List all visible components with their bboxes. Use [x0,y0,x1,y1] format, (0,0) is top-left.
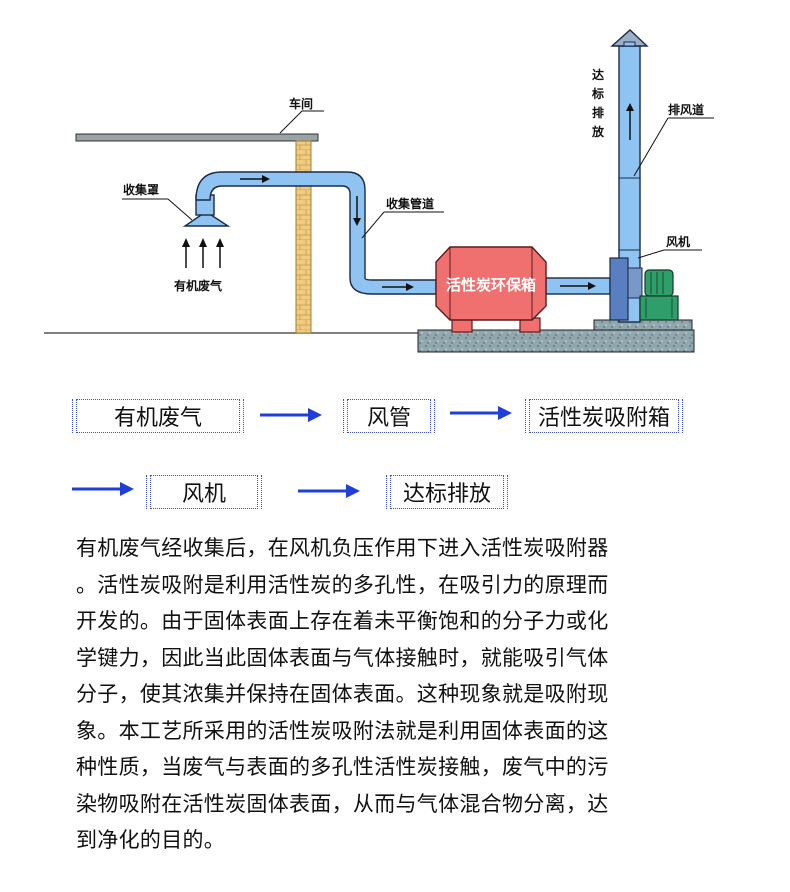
description-line: 开发的。由于固体表面上存在着未平衡饱和的分子力或化 [76,609,609,633]
discharge-char-3: 排 [592,105,604,120]
flow-step-discharge: 达标排放 [386,475,508,509]
workshop-ceiling [75,133,319,142]
description-line: 种性质，当废气与表面的多孔性活性炭接触，废气中的污 [76,755,609,779]
description-line: 学键力，因此当此固体表面与气体接触时，就能吸引气体 [76,645,609,670]
voc-arrows [182,238,224,268]
flow-arrow-4 [298,484,360,498]
collection-duct [195,171,437,295]
flow-step-voc: 有机废气 [72,399,244,433]
description-line: 分子，使其浓集并保持在固体表面。这种现象就是吸附现 [76,682,609,706]
workshop-leader [279,110,303,134]
process-diagram: 活性炭环保箱 车间 收集 [44,29,714,353]
hood-label: 收集罩 [123,182,159,197]
flow-step-duct: 风管 [343,399,435,433]
flow-arrow-1 [260,408,322,422]
carbon-box [435,246,547,333]
flow-arrow-3 [72,482,134,496]
duct-leader [633,117,669,177]
description-line: 染物吸附在活性炭固体表面，从而与气体混合物分离，达 [76,791,609,816]
description-line: 到净化的目的。 [76,828,226,852]
duct-arrow-right-3 [560,282,596,290]
fan-base-slab [593,319,693,331]
description-line: 。活性炭吸附是利用活性炭的多孔性，在吸引力的原理而 [76,572,609,597]
duct-arrow-down [353,196,361,226]
description-line: 有机废气经收集后，在风机负压作用下进入活性炭吸附器 [76,536,609,560]
duct-arrow-right-1 [240,175,270,183]
discharge-char-4: 放 [591,124,605,139]
description-paragraph: 有机废气经收集后，在风机负压作用下进入活性炭吸附器 。活性炭吸附是利用活性炭的多… [76,530,706,859]
flow-step-fan: 风机 [146,475,262,509]
exhaust-duct-label: 排风道 [668,102,704,117]
discharge-char-1: 达 [592,67,604,82]
fan-motor [609,257,679,321]
discharge-char-2: 标 [591,86,604,101]
flow-arrow-2 [450,406,512,420]
workshop-label: 车间 [289,96,313,111]
exhaust-stack [610,29,649,323]
duct-arrow-right-2 [382,283,414,291]
pipe-label: 收集管道 [386,196,434,211]
voc-label: 有机废气 [174,278,222,293]
pipe-leader [361,211,385,239]
brick-wall [295,140,312,334]
description-line: 象。本工艺所采用的活性炭吸附法就是利用固体表面的这 [76,718,609,743]
fan-label: 风机 [666,234,690,249]
fan-leader [637,249,665,259]
ground-slab [417,329,695,353]
hood-leader-diag [167,198,193,221]
stack-arrow-up [626,103,634,140]
flow-step-carbon-box: 活性炭吸附箱 [525,399,683,433]
carbon-box-label: 活性炭环保箱 [446,276,536,294]
